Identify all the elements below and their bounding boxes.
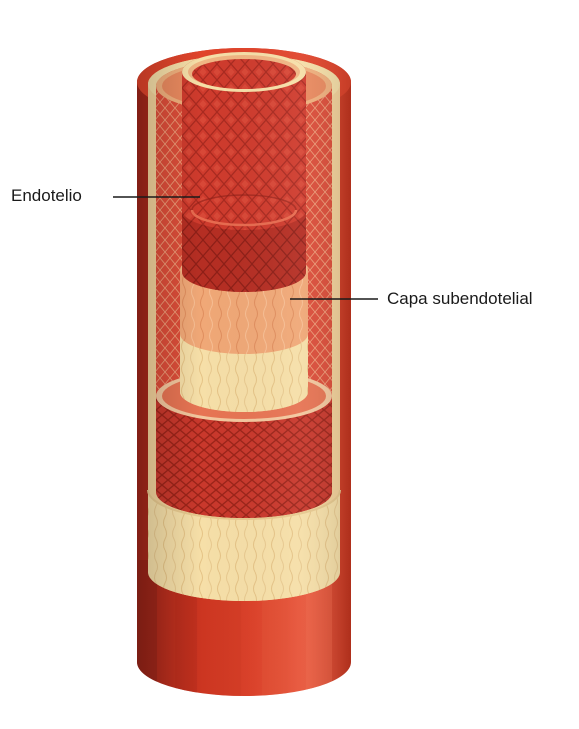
tube-shading	[137, 48, 351, 696]
endotelio-label: Endotelio	[11, 186, 82, 206]
capa-subendotelial-label: Capa subendotelial	[387, 289, 533, 309]
